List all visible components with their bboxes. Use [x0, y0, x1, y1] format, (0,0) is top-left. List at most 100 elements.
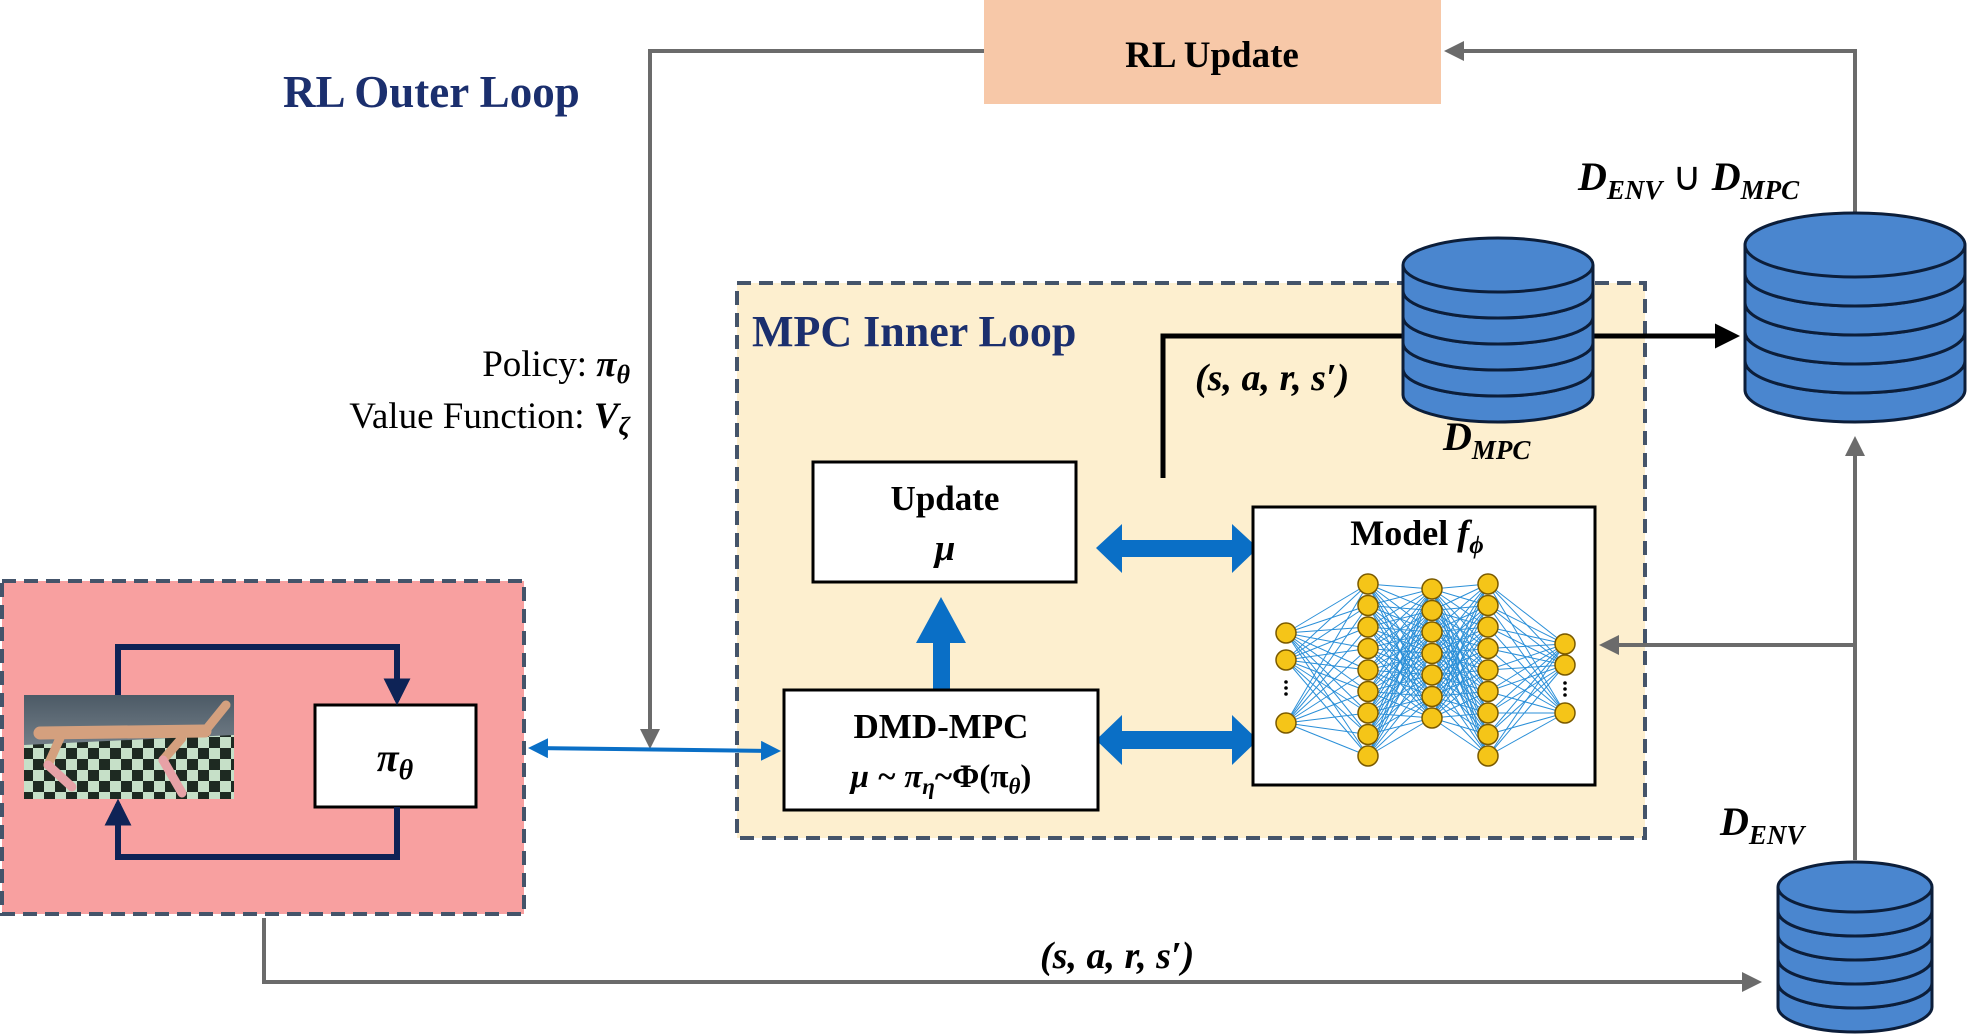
- network-edge: [1431, 717, 1489, 757]
- policy-label: Policy: πθ: [482, 344, 630, 389]
- rl-update-box: [984, 0, 1441, 104]
- database-icon: [1743, 211, 1967, 424]
- network-edge: [1285, 626, 1369, 724]
- network-edge: [1285, 648, 1369, 724]
- network-edge: [1487, 712, 1566, 757]
- neuron: [1477, 616, 1499, 638]
- database-disk-top: [1743, 211, 1967, 279]
- mpc-tuple-label: (s, a, r, s′): [1195, 357, 1349, 399]
- network-edge: [1285, 632, 1369, 671]
- network-edge: [1487, 664, 1566, 757]
- neuron: [1554, 633, 1576, 655]
- network-edge: [1431, 648, 1489, 719]
- network-edge: [1431, 583, 1489, 676]
- neuron: [1357, 573, 1379, 595]
- ellipsis-dot: [1284, 680, 1288, 684]
- network-edge: [1285, 669, 1369, 724]
- network-edge: [1367, 696, 1433, 757]
- neuron: [1421, 642, 1443, 665]
- network-edge: [1285, 583, 1369, 724]
- ellipsis-dot: [1284, 686, 1288, 690]
- network-edge: [1285, 632, 1369, 714]
- ellipsis-dot: [1563, 693, 1567, 697]
- model-label: Model fϕ: [1350, 513, 1483, 559]
- network-edge: [1487, 626, 1566, 714]
- network-edge: [1285, 626, 1369, 634]
- neural-network-icon: [1275, 573, 1576, 767]
- network-edge: [1367, 588, 1433, 671]
- network-edge: [1285, 605, 1369, 661]
- neuron: [1421, 664, 1443, 686]
- network-edge: [1285, 583, 1369, 661]
- network-edge: [1285, 632, 1369, 735]
- neuron: [1421, 707, 1443, 729]
- neuron: [1357, 616, 1379, 638]
- update-model-double-arrow: [1096, 524, 1258, 573]
- database-disk-top: [1776, 860, 1934, 914]
- network-edge: [1487, 583, 1566, 714]
- neuron: [1477, 723, 1499, 746]
- network-edge: [1285, 659, 1369, 714]
- database-disk-top: [1401, 236, 1595, 294]
- network-edge: [1367, 588, 1433, 606]
- neuron: [1421, 599, 1443, 622]
- network-edge: [1367, 674, 1433, 757]
- network-edge: [1285, 605, 1369, 724]
- neuron: [1275, 712, 1297, 734]
- network-edge: [1285, 712, 1369, 724]
- rl-update-label: RL Update: [1125, 35, 1299, 76]
- policy-feedback-arrow: [640, 49, 984, 749]
- neuron: [1477, 745, 1499, 767]
- network-edge: [1285, 691, 1369, 724]
- neuron: [1477, 637, 1499, 660]
- env-tuple-label: (s, a, r, s′): [1040, 935, 1194, 977]
- neuron: [1357, 637, 1379, 660]
- network-edge: [1367, 653, 1433, 757]
- policy-to-sim-arrow: [104, 798, 400, 860]
- neuron: [1477, 702, 1499, 724]
- neuron: [1275, 649, 1297, 671]
- network-edge: [1487, 669, 1566, 714]
- ellipsis-dot: [1563, 681, 1567, 685]
- dmd-mpc-box: [782, 688, 1100, 812]
- dmd-to-update-arrow: [916, 597, 966, 689]
- neuron: [1275, 622, 1297, 644]
- neuron: [1357, 594, 1379, 617]
- neuron: [1357, 745, 1379, 767]
- network-edge: [1285, 722, 1369, 757]
- network-edge: [1367, 588, 1433, 628]
- network-edge: [1487, 643, 1566, 757]
- network-edge: [1487, 643, 1566, 735]
- network-edge: [1431, 583, 1489, 654]
- update-mu-box: [811, 460, 1078, 584]
- neuron: [1477, 573, 1499, 595]
- network-edge: [1487, 605, 1566, 645]
- network-edge: [1431, 626, 1489, 719]
- neuron: [1357, 723, 1379, 746]
- policy-pi-label: πθ: [377, 735, 414, 786]
- neuron: [1421, 578, 1443, 600]
- neuron: [1357, 659, 1379, 681]
- network-edge: [1367, 717, 1433, 757]
- network-edge: [1285, 605, 1369, 634]
- network-edge: [1367, 610, 1433, 757]
- update-label: Update: [891, 479, 1000, 518]
- neuron: [1357, 702, 1379, 724]
- value-function-label: Value Function: Vζ: [349, 396, 631, 441]
- network-edge: [1487, 643, 1566, 692]
- network-edge: [1431, 583, 1489, 633]
- network-edge: [1487, 626, 1566, 645]
- neuron: [1554, 702, 1576, 724]
- network-edge: [1487, 648, 1566, 714]
- network-edge: [1285, 659, 1369, 735]
- union-dataset-label: DENV ∪ DMPC: [1577, 154, 1800, 205]
- network-edge: [1285, 659, 1369, 757]
- network-edge: [1285, 722, 1369, 735]
- dataset-to-rl-update-arrow: [1444, 41, 1857, 215]
- network-edge: [1487, 643, 1566, 649]
- policy-mpc-link-arrow: [528, 738, 781, 761]
- rl-outer-loop-title: RL Outer Loop: [283, 67, 580, 117]
- network-edge: [1487, 643, 1566, 714]
- sim-to-policy-arrow: [115, 644, 411, 706]
